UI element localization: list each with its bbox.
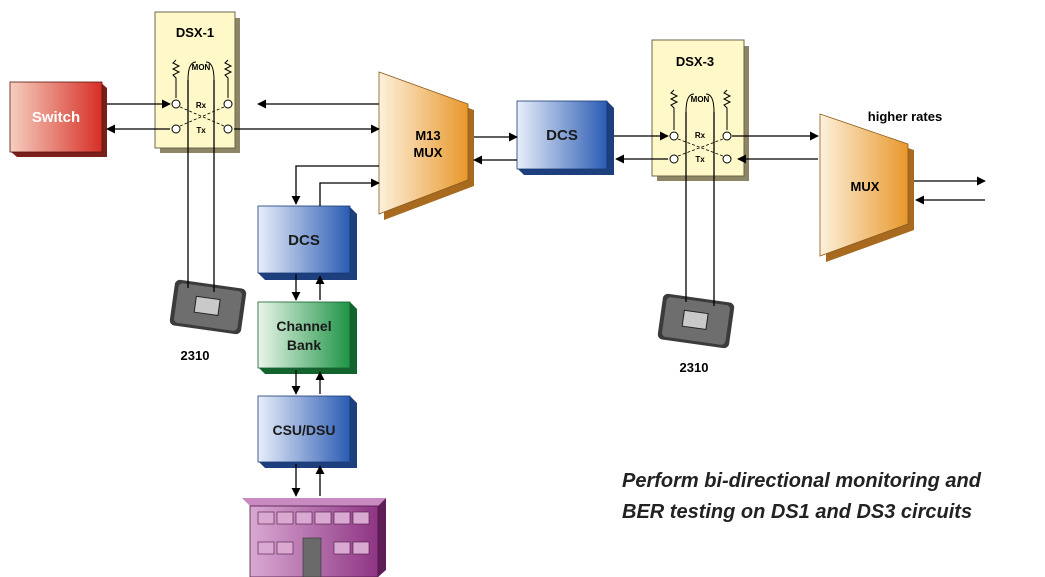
m13-label-line1: M13 (415, 128, 440, 143)
caption: Perform bi-directional monitoring and BE… (622, 466, 1042, 528)
dsx3-mon-label: MON (691, 95, 710, 104)
csu-dsu-node: CSU/DSU (257, 395, 357, 468)
m13-mux: M13 MUX (378, 71, 474, 220)
connections (106, 80, 986, 497)
channel-bank-line2: Bank (287, 337, 321, 353)
channel-bank-line1: Channel (276, 318, 331, 334)
dcs-top-node: DCS (516, 100, 614, 175)
dsx3-title: DSX-3 (676, 54, 714, 69)
tester-right-icon (657, 293, 735, 349)
switch-label: Switch (32, 109, 80, 126)
right-mux: MUX (819, 113, 914, 262)
dsx3-rx-label: Rx (695, 131, 706, 140)
dsx1-panel: DSX-1 MON Rx Tx (154, 11, 240, 153)
tester-left-icon (169, 279, 247, 335)
caption-line1: Perform bi-directional monitoring and (622, 470, 981, 492)
dcs-left-label: DCS (288, 232, 320, 249)
higher-rates-label: higher rates (868, 109, 942, 124)
right-mux-label: MUX (851, 179, 880, 194)
m13-label-line2: MUX (414, 145, 443, 160)
csu-dsu-label: CSU/DSU (272, 422, 335, 438)
caption-line2: BER testing on DS1 and DS3 circuits (622, 501, 973, 523)
building-icon (242, 498, 386, 577)
dsx3-tx-label: Tx (695, 155, 705, 164)
dcs-top-label: DCS (546, 127, 578, 144)
dcs-left-node: DCS (257, 205, 357, 280)
channel-bank-node: Channel Bank (257, 301, 357, 374)
dsx1-mon-label: MON (192, 63, 211, 72)
tester-left-model: 2310 (181, 348, 210, 363)
switch-node: Switch (9, 81, 107, 157)
dsx3-panel: DSX-3 MON Rx Tx (651, 39, 749, 181)
dsx1-tx-label: Tx (196, 126, 206, 135)
tester-right-model: 2310 (680, 360, 709, 375)
dsx1-rx-label: Rx (196, 101, 207, 110)
dsx1-title: DSX-1 (176, 25, 214, 40)
